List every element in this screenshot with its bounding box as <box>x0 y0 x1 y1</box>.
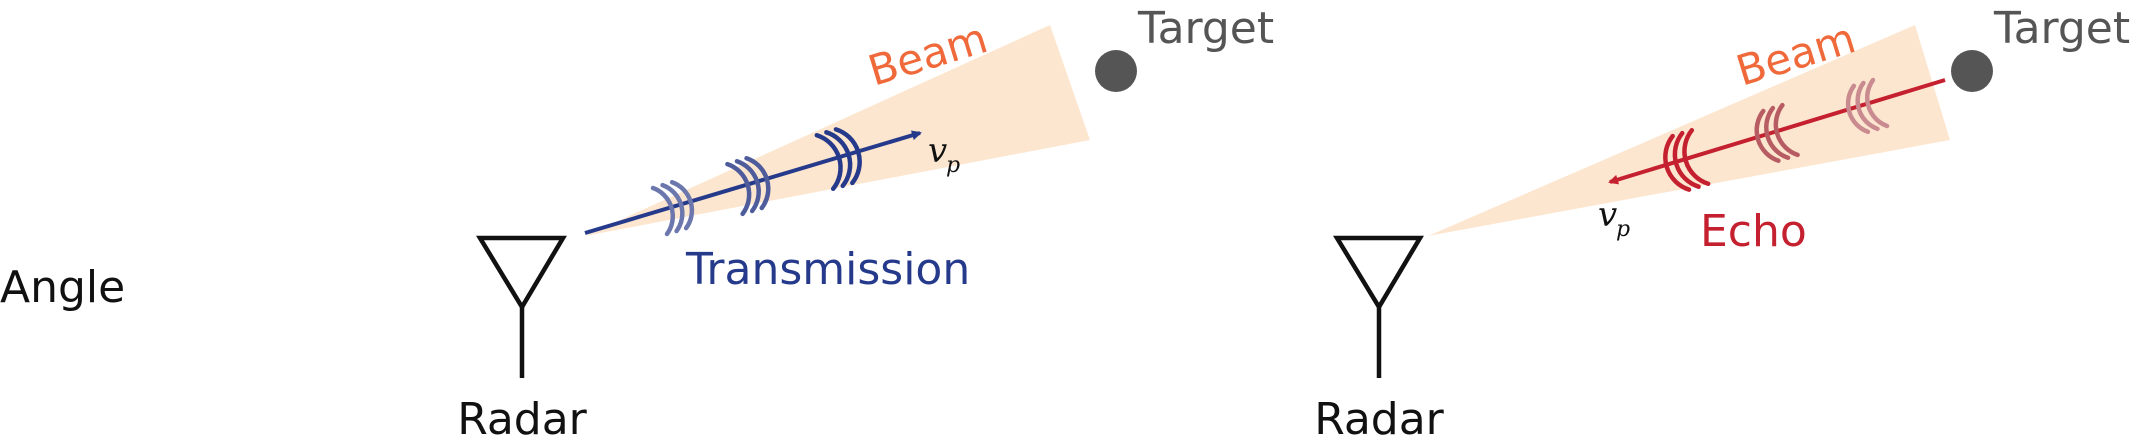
row-label: Angle <box>0 262 125 313</box>
wavefront-icon <box>650 127 862 237</box>
panel-echo: Beam Target v p <box>1314 3 2130 445</box>
velocity-subscript: p <box>1616 217 1630 242</box>
target-dot <box>1095 50 1137 92</box>
wavefront-icon <box>1663 77 1890 192</box>
target-label: Target <box>1137 3 1274 54</box>
signal-label: Echo <box>1700 206 1807 257</box>
panel-transmission: Beam Target v p <box>457 3 1274 445</box>
radar-label: Radar <box>1314 394 1444 445</box>
target-dot <box>1951 50 1993 92</box>
radar-label: Radar <box>457 394 587 445</box>
transmission-arrow <box>584 130 922 235</box>
radar-antenna-icon <box>1332 235 1424 378</box>
velocity-label: v <box>1598 195 1617 235</box>
signal-label: Transmission <box>685 244 970 295</box>
target-label: Target <box>1993 3 2130 54</box>
radar-antenna-icon <box>475 235 567 378</box>
velocity-label: v <box>928 131 947 171</box>
velocity-subscript: p <box>946 153 960 178</box>
